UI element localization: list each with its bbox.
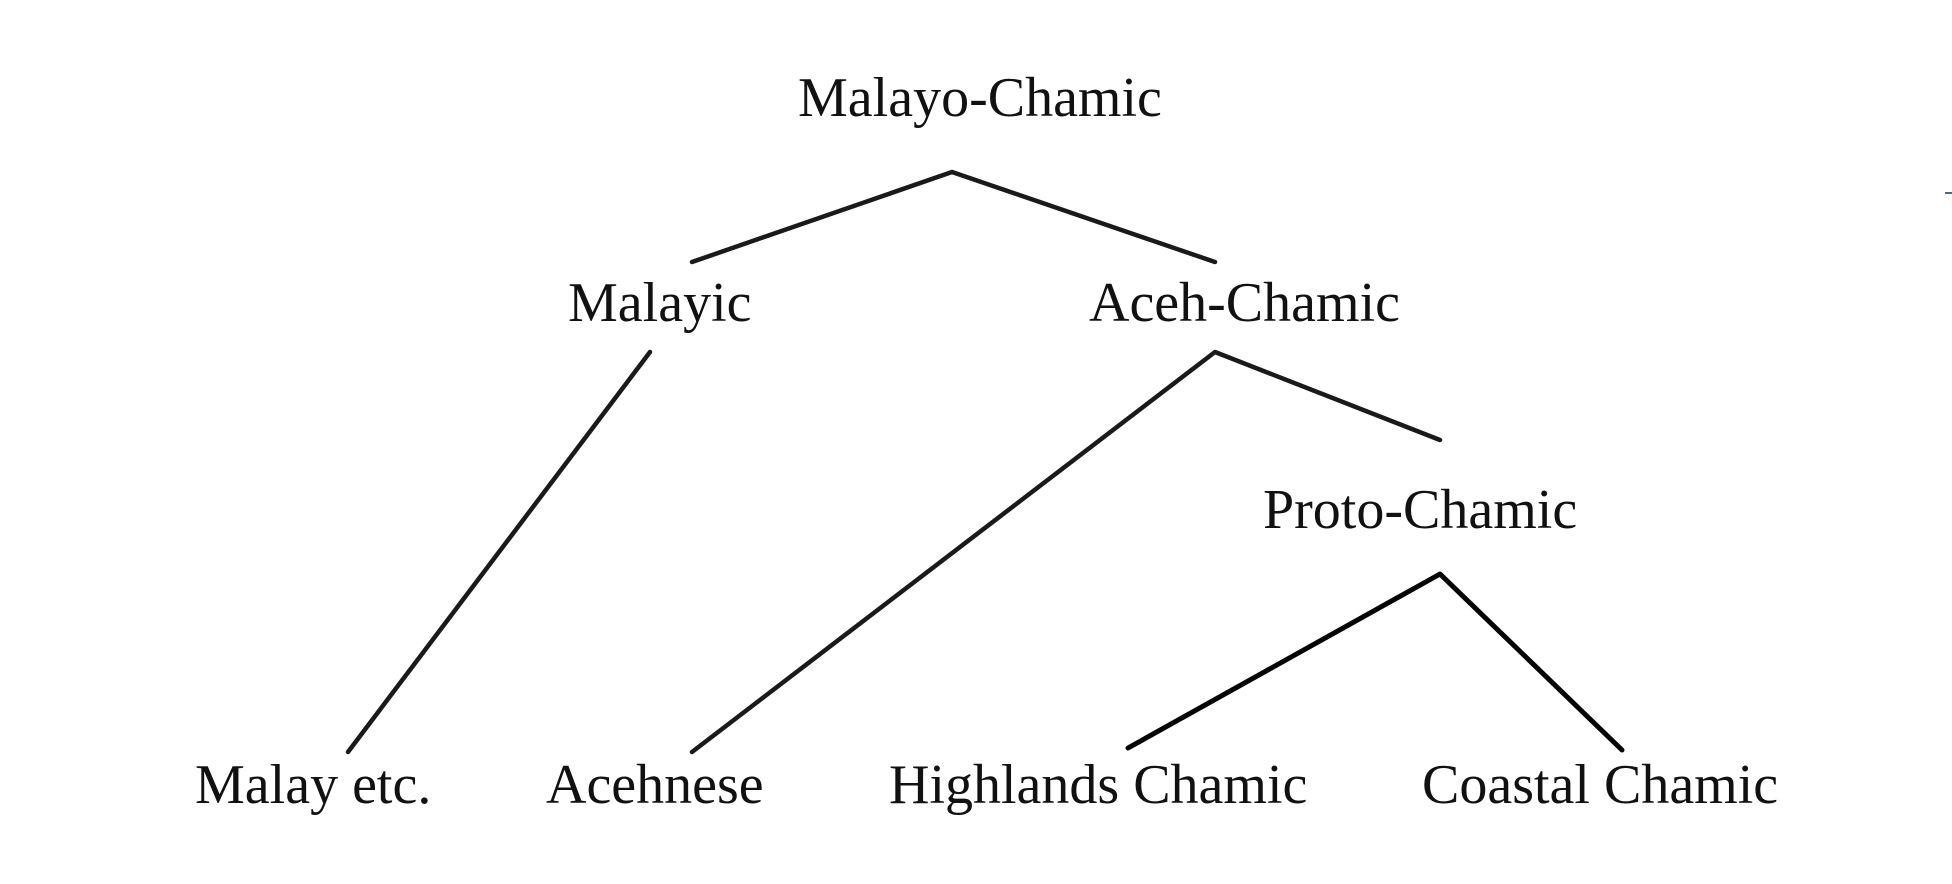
node-malay-etc: Malay etc. <box>195 754 432 816</box>
edge-aceh-chamic-branches <box>689 349 1443 755</box>
node-malayic: Malayic <box>568 272 752 334</box>
node-coastal-chamic: Coastal Chamic <box>1422 754 1779 816</box>
node-aceh-chamic: Aceh-Chamic <box>1089 272 1400 334</box>
edge-malayic-to-malay-etc <box>345 349 653 755</box>
node-proto-chamic: Proto-Chamic <box>1263 479 1578 541</box>
node-acehnese: Acehnese <box>546 754 764 816</box>
node-highlands-chamic: Highlands Chamic <box>889 754 1308 816</box>
edge-proto-chamic-branches <box>1125 571 1625 753</box>
node-malayo-chamic: Malayo-Chamic <box>798 67 1162 129</box>
edge-malayo-chamic-branches <box>689 169 1218 265</box>
